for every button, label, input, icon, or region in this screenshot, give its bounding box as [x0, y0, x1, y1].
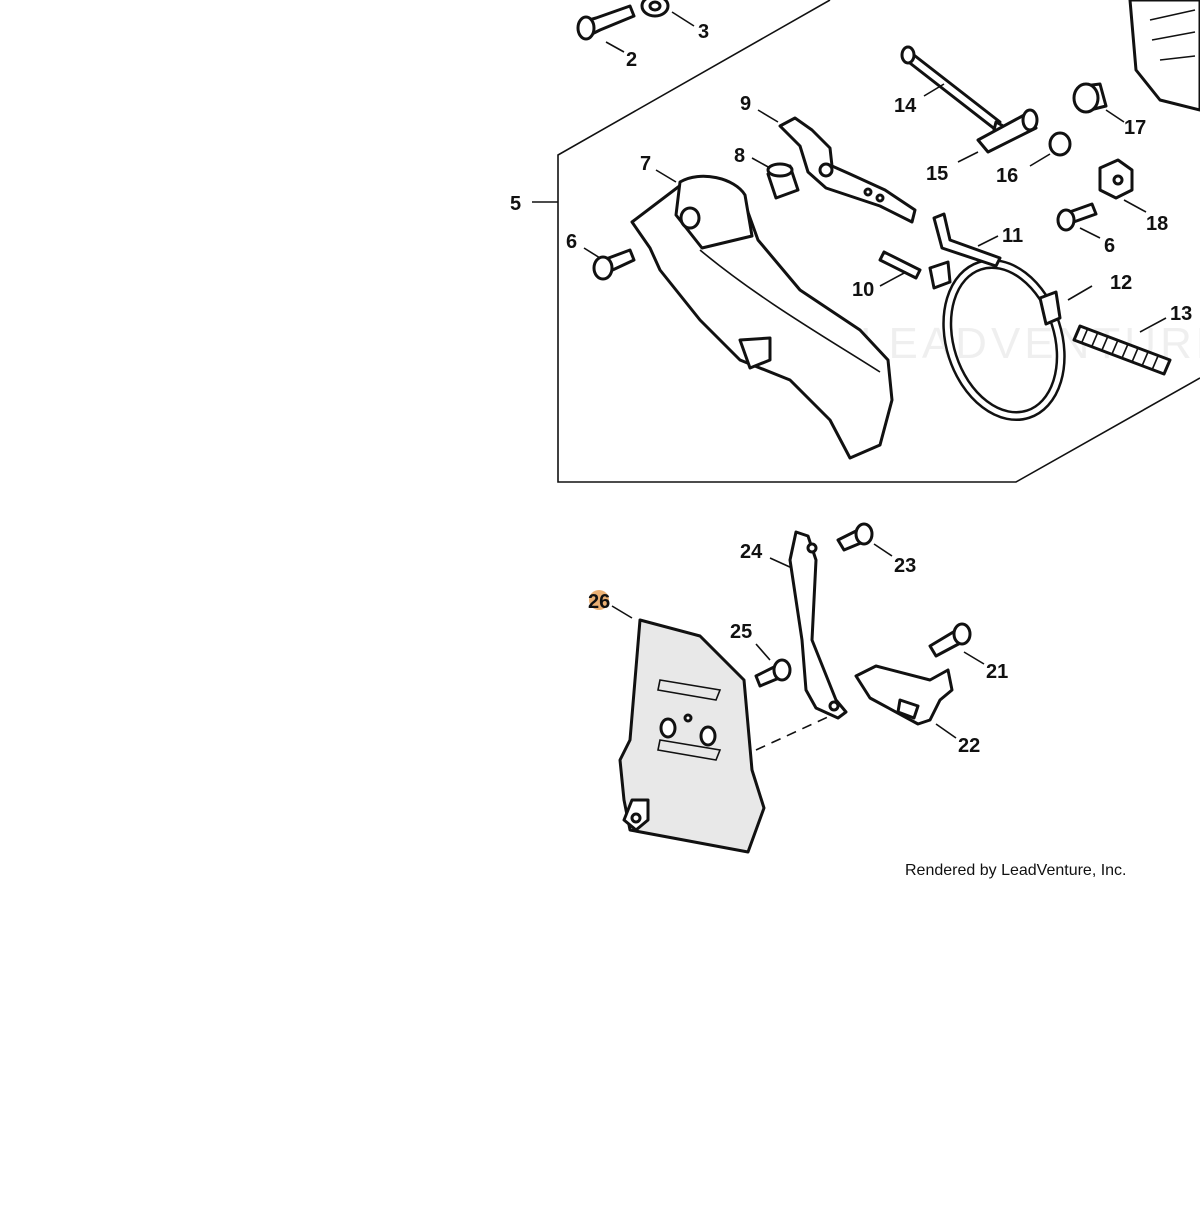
- leader-10: [879, 271, 907, 287]
- block-part-22[interactable]: [854, 664, 954, 726]
- washer-part-3[interactable]: [640, 0, 670, 18]
- screw-part-25[interactable]: [754, 658, 792, 688]
- pin-part-10[interactable]: [878, 250, 922, 280]
- screw-part-21[interactable]: [928, 622, 972, 658]
- rod-part-14[interactable]: [900, 45, 1016, 142]
- callout-26[interactable]: 26: [588, 591, 610, 613]
- cover-plate-part-26[interactable]: [618, 618, 766, 854]
- leader-23: [873, 543, 893, 557]
- callout-6-left[interactable]: 6: [566, 231, 577, 253]
- leader-24: [769, 557, 793, 569]
- leader-16: [1029, 153, 1051, 167]
- leader-12: [1067, 285, 1093, 301]
- bushing-part-8[interactable]: [766, 162, 800, 200]
- clip-part-18[interactable]: [1098, 158, 1134, 200]
- callout-9[interactable]: 9: [740, 93, 751, 115]
- leader-8: [751, 157, 771, 169]
- block-part-12[interactable]: [1038, 290, 1062, 326]
- credit-text: Rendered by LeadVenture, Inc.: [905, 862, 1127, 879]
- callout-25[interactable]: 25: [730, 621, 752, 643]
- screw-part-6-left[interactable]: [592, 248, 636, 281]
- callout-3[interactable]: 3: [698, 21, 709, 43]
- leader-15: [957, 151, 979, 163]
- housing-partial-top-right: [1128, 0, 1200, 112]
- callout-23[interactable]: 23: [894, 555, 916, 577]
- spring-part-13[interactable]: [1072, 324, 1172, 376]
- callout-8[interactable]: 8: [734, 145, 745, 167]
- callout-14[interactable]: 14: [894, 95, 917, 117]
- callout-5[interactable]: 5: [510, 193, 521, 215]
- screw-part-23[interactable]: [836, 522, 874, 552]
- callout-6-right[interactable]: 6: [1104, 235, 1115, 257]
- leader-17: [1105, 109, 1125, 123]
- gear-nut-part-17[interactable]: [1072, 82, 1108, 114]
- leader-6-right: [1079, 227, 1101, 239]
- callout-2[interactable]: 2: [626, 49, 637, 71]
- leader-6-left: [583, 247, 601, 259]
- callout-16[interactable]: 16: [996, 165, 1018, 187]
- callout-26-highlight: [589, 590, 609, 610]
- leader-14: [923, 83, 945, 97]
- callout-24[interactable]: 24: [740, 541, 763, 563]
- leader-13: [1139, 317, 1167, 333]
- shaft-part-15[interactable]: [976, 108, 1039, 154]
- brake-housing-part-7[interactable]: [630, 174, 894, 460]
- brake-band-part-11[interactable]: [928, 212, 1080, 431]
- leader-9: [757, 109, 779, 123]
- nut-part-16[interactable]: [1048, 131, 1072, 157]
- leader-7: [655, 169, 677, 183]
- leader-26: [611, 605, 633, 619]
- screw-part-2[interactable]: [576, 4, 636, 41]
- assembly-dashed-line: [755, 715, 831, 751]
- callout-15[interactable]: 15: [926, 163, 948, 185]
- lever-part-9[interactable]: [778, 116, 917, 224]
- leader-3: [671, 11, 695, 27]
- leader-18: [1123, 199, 1147, 213]
- callout-21[interactable]: 21: [986, 661, 1008, 683]
- screw-part-6-right[interactable]: [1056, 202, 1098, 232]
- callout-17[interactable]: 17: [1124, 117, 1146, 139]
- callout-22[interactable]: 22: [958, 735, 980, 757]
- plate-part-24[interactable]: [788, 530, 848, 720]
- assembly-bracket: [557, 0, 1200, 483]
- callout-11[interactable]: 11: [1002, 225, 1023, 247]
- leader-11: [977, 235, 999, 247]
- callout-10[interactable]: 10: [852, 279, 874, 301]
- leader-25: [755, 643, 771, 661]
- callout-7[interactable]: 7: [640, 153, 651, 175]
- callout-13[interactable]: 13: [1170, 303, 1192, 325]
- leader-2: [605, 41, 625, 53]
- callout-12[interactable]: 12: [1110, 272, 1132, 294]
- leader-21: [963, 651, 985, 665]
- callout-18[interactable]: 18: [1146, 213, 1168, 235]
- leader-22: [935, 723, 957, 739]
